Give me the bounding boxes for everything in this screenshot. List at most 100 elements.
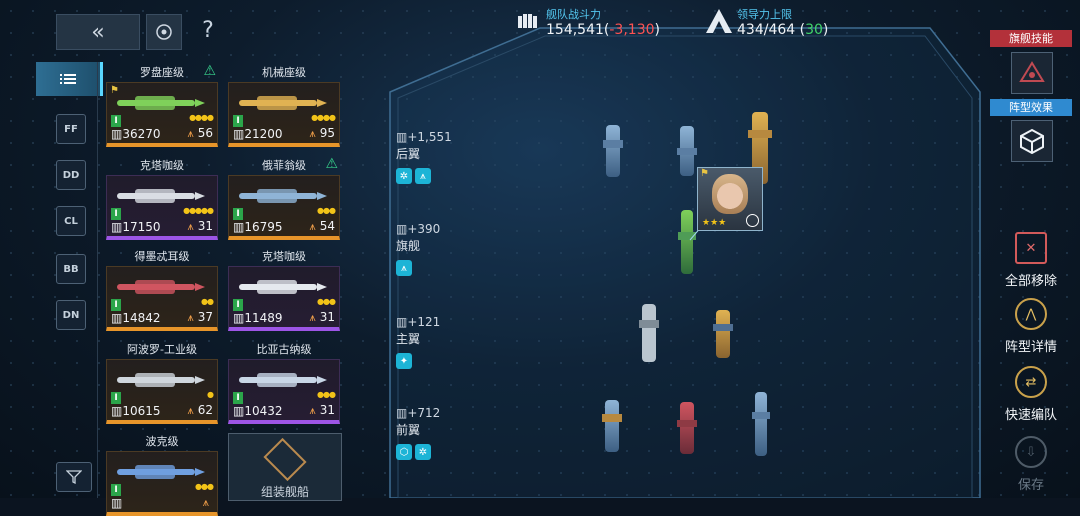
upgrade-pips: ● (207, 390, 214, 399)
ship-image (239, 373, 327, 387)
formation-details-button[interactable]: ⋀ 阵型详情 (1000, 298, 1062, 355)
fleet-power-delta: -3,130 (609, 22, 655, 38)
upgrade-pips: ●●● (195, 482, 214, 491)
ship-slot-main-2[interactable] (713, 310, 733, 358)
row-buff-icons: ✲⩚ (396, 168, 452, 184)
ship-power: ▥36270 (111, 127, 161, 141)
ship-card[interactable]: 比亚古纳级 I ●●● ▥10432 ⩚31 (228, 341, 340, 424)
fleet-power-stat: 舰队战斗力 154,541(-3,130) (516, 6, 660, 38)
tier-badge: I (111, 484, 121, 496)
ship-card-body: I●●▥14842⩚37 (106, 266, 218, 331)
back-button[interactable]: « (56, 14, 140, 50)
tab-all[interactable] (36, 62, 103, 96)
ship-name: 波克级 (145, 435, 179, 448)
row-buff-icons: ⬡✲ (396, 444, 440, 460)
command-label: 领导力上限 (737, 8, 792, 21)
tab-bb[interactable]: BB (56, 254, 86, 284)
row-buff-icons: ✦ (396, 353, 440, 369)
ship-command-value: 54 (319, 219, 335, 233)
upgrade-pips: ●●● (317, 206, 336, 215)
filter-button[interactable] (56, 462, 92, 492)
ship-card-body: I ●●● ▥10432 ⩚31 (228, 359, 340, 424)
quick-formation-icon: ⇄ (1015, 366, 1047, 398)
row-buff-icon[interactable]: ✲ (415, 444, 431, 460)
remove-all-button[interactable]: ✕ 全部移除 (1000, 232, 1062, 289)
warning-icon: ⚠ (203, 63, 216, 79)
tier-badge: I (111, 299, 121, 311)
ship-command: ⩚56 (188, 126, 214, 141)
row-buff-icon[interactable]: ⬡ (396, 444, 412, 460)
row-power-bonus: ▥+712 (396, 406, 441, 420)
warning-icon: ⚠ (325, 156, 338, 172)
ship-card-body: I●●●●▥21200⩚95 (228, 82, 340, 147)
ship-image (117, 189, 205, 203)
flagship-skill-button[interactable] (1011, 52, 1053, 94)
tab-ff[interactable]: FF (56, 114, 86, 144)
help-button[interactable]: ? (202, 18, 214, 43)
ship-card-body: I●▥10615⩚62 (106, 359, 218, 424)
row-buff-icon[interactable]: ✲ (396, 168, 412, 184)
ship-command-value: 62 (197, 403, 213, 417)
ship-slot-front-2[interactable] (677, 402, 697, 454)
ship-command-value: 37 (197, 310, 213, 324)
tier-badge: I (111, 208, 121, 220)
swap-icon[interactable] (746, 214, 759, 227)
row-buff-icon[interactable]: ⩚ (396, 260, 412, 276)
tier-badge: I (233, 392, 243, 404)
upgrade-pips: ●●● (317, 390, 336, 399)
quick-formation-button[interactable]: ⇄ 快速编队 (1000, 366, 1062, 423)
flag-icon: ⚑ (110, 85, 119, 96)
row-buff-icon[interactable]: ✦ (396, 353, 412, 369)
row-power-bonus: ▥+390 (396, 222, 441, 236)
commander-stars: ★★★ (702, 218, 727, 228)
ship-image (239, 189, 327, 203)
ship-power-value: 17150 (122, 220, 161, 234)
command-icon: ⩚ (309, 404, 316, 417)
ship-slot-rear-3[interactable] (748, 112, 772, 184)
ship-slot-front-1[interactable] (602, 400, 622, 452)
ship-power-value: 10432 (244, 404, 283, 418)
save-button[interactable]: ⇩ 保存 (1000, 436, 1062, 493)
tier-badge: I (233, 299, 243, 311)
upgrade-pips: ●●●● (311, 113, 336, 122)
upgrade-pips: ●●●●● (183, 206, 214, 215)
command-icon: ⩚ (187, 311, 194, 324)
tab-cl[interactable]: CL (56, 206, 86, 236)
locate-button[interactable] (146, 14, 182, 50)
ship-slot-main-1[interactable] (639, 304, 659, 362)
ship-command-value: 31 (319, 310, 335, 324)
ship-command: ⩚54 (310, 219, 336, 234)
ship-slot-front-3[interactable] (752, 392, 770, 456)
ship-image (117, 465, 205, 479)
command-delta: 30 (805, 22, 823, 38)
assemble-ship-button[interactable]: 组装舰船 (228, 433, 342, 501)
formation-effect-button[interactable] (1011, 120, 1053, 162)
ship-image (239, 280, 327, 294)
ship-slot-rear-1[interactable] (603, 125, 623, 177)
command-icon: ⩚ (187, 220, 194, 233)
row-buff-icon[interactable]: ⩚ (415, 168, 431, 184)
ship-slot-rear-2[interactable] (677, 126, 697, 176)
tab-dd[interactable]: DD (56, 160, 86, 190)
tab-dn[interactable]: DN (56, 300, 86, 330)
command-icon: ⩚ (309, 311, 316, 324)
ship-card[interactable]: 罗盘座级⚑I●●●●▥36270⩚56⚠ (106, 63, 218, 147)
ship-name: 比亚古纳级 (256, 343, 312, 356)
ship-slot-flagship[interactable] (678, 210, 696, 274)
ship-name: 机械座级 (262, 66, 306, 79)
tier-badge: I (233, 115, 243, 127)
formation-ships (602, 112, 772, 456)
command-value: 434/464 (737, 22, 796, 38)
ship-command-value: 31 (319, 403, 335, 417)
remove-all-icon: ✕ (1015, 232, 1047, 264)
upgrade-pips: ●● (201, 297, 214, 306)
commander-portrait[interactable]: ⚑ ★★★ (697, 167, 763, 231)
ship-power: ▥10432 (233, 404, 283, 418)
